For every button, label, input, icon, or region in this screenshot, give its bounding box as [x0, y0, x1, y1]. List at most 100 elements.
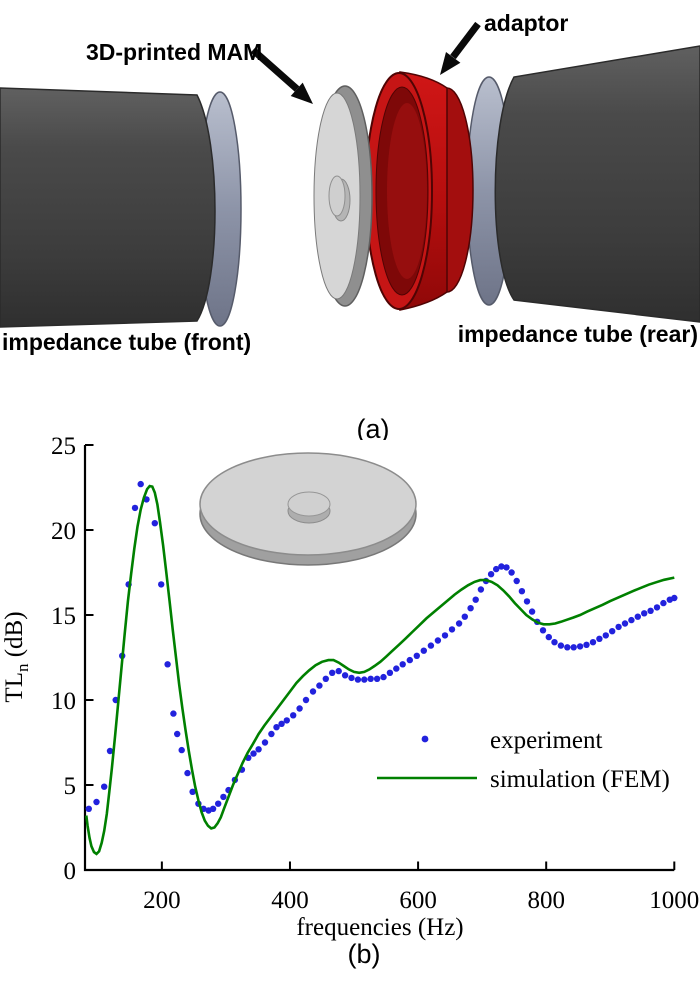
experiment-point: [528, 608, 536, 615]
y-tick-label: 5: [64, 773, 77, 800]
experiment-point: [518, 588, 526, 595]
experiment-point: [373, 675, 381, 682]
experiment-point: [609, 628, 616, 635]
adaptor-label: adaptor: [484, 10, 568, 36]
rear-tube-body: [494, 45, 700, 323]
experiment-point: [273, 724, 280, 731]
legend-experiment-label: experiment: [490, 727, 603, 754]
experiment-point: [406, 656, 413, 664]
experiment-point: [570, 644, 577, 651]
experiment-point: [472, 596, 479, 603]
experiment-point: [399, 661, 406, 668]
x-tick-label: 600: [399, 887, 437, 914]
experiment-point: [647, 607, 654, 614]
mam-center-mass-face: [328, 175, 346, 217]
y-tick-label: 0: [64, 858, 77, 885]
experiment-point: [380, 673, 387, 681]
experiment-point: [316, 682, 323, 689]
experiment-point: [309, 688, 317, 695]
y-tick-label: 10: [51, 688, 76, 715]
experiment-point: [335, 667, 342, 675]
mam-label: 3D-printed MAM: [86, 39, 262, 65]
experiment-point: [448, 626, 456, 633]
experiment-point: [341, 672, 349, 679]
experiment-point: [137, 480, 144, 488]
y-axis-label: TLn (dB): [1, 611, 32, 702]
experiment-point: [513, 577, 520, 585]
experiment-point: [164, 661, 171, 668]
experiment-point: [539, 627, 547, 634]
experiment-point: [209, 805, 217, 812]
adaptor-ring: [365, 71, 474, 311]
experiment-point: [583, 641, 590, 648]
experiment-point: [477, 586, 485, 593]
adaptor-arrow: [440, 21, 481, 75]
experiment-point: [184, 769, 191, 777]
legend-experiment-marker: [421, 735, 429, 743]
experiment-point: [441, 632, 449, 639]
experiment-point: [85, 805, 93, 812]
experiment-point: [158, 581, 165, 588]
rear-tube-label: impedance tube (rear): [458, 321, 698, 347]
experiment-point: [523, 598, 531, 605]
experiment-point: [653, 604, 661, 611]
experiment-point: [493, 565, 500, 573]
y-tick-label: 15: [51, 603, 76, 630]
experiment-point: [467, 605, 474, 612]
mam-arrow: [250, 47, 313, 104]
experiment-point: [641, 610, 648, 617]
experiment-point: [576, 643, 584, 650]
experiment-point: [434, 637, 442, 644]
rear-impedance-tube: [466, 45, 700, 323]
experiment-point: [106, 747, 114, 755]
experiment-point: [427, 642, 435, 649]
experiment-point: [367, 675, 374, 682]
panel-b-letter: (b): [348, 939, 381, 969]
experiment-point: [361, 676, 368, 683]
legend-simulation-label: simulation (FEM): [490, 766, 670, 793]
experiment-point: [278, 720, 285, 727]
experiment-point: [255, 746, 262, 753]
experiment-point: [660, 599, 667, 607]
experiment-point: [589, 639, 597, 646]
x-axis-label: frequencies (Hz): [296, 914, 463, 941]
experiment-point: [189, 788, 196, 795]
experiment-point: [461, 613, 468, 620]
experiment-point: [101, 783, 108, 790]
x-tick-label: 800: [527, 887, 565, 914]
experiment-point: [131, 504, 139, 512]
experiment-point: [174, 730, 181, 738]
experiment-point: [628, 616, 635, 624]
x-tick-label: 400: [271, 887, 309, 914]
experiment-point: [215, 800, 222, 807]
panel-a-experimental-setup: 3D-printed MAM adaptor impedance tube (f…: [0, 10, 700, 440]
inset-center-mass-top: [287, 491, 331, 517]
experiment-point: [498, 563, 505, 570]
y-tick-label: 20: [51, 518, 76, 545]
experiment-point: [178, 746, 185, 754]
experiment-point: [545, 633, 552, 641]
experiment-point: [268, 730, 275, 738]
experiment-point: [296, 705, 303, 712]
panel-a-letter: (a): [357, 414, 390, 440]
experiment-point: [557, 642, 565, 649]
experiment-point: [393, 665, 400, 672]
x-tick-label: 200: [143, 887, 181, 914]
experiment-point: [290, 712, 297, 719]
legend: experiment simulation (FEM): [377, 727, 670, 793]
experiment-point: [329, 669, 336, 676]
experiment-point: [551, 639, 558, 646]
mam-disc: [313, 85, 373, 307]
mam-disc-inset: [199, 452, 417, 566]
experiment-point: [596, 635, 603, 642]
experiment-point: [615, 623, 622, 631]
adaptor-bore-inner-rim: [387, 103, 427, 279]
experiment-point: [455, 620, 463, 627]
plot-series: [85, 480, 678, 856]
experiment-point: [634, 613, 641, 620]
experiment-point: [151, 520, 158, 527]
experiment-point: [302, 696, 310, 704]
experiment-point: [261, 739, 269, 746]
experiment-point: [602, 632, 609, 639]
